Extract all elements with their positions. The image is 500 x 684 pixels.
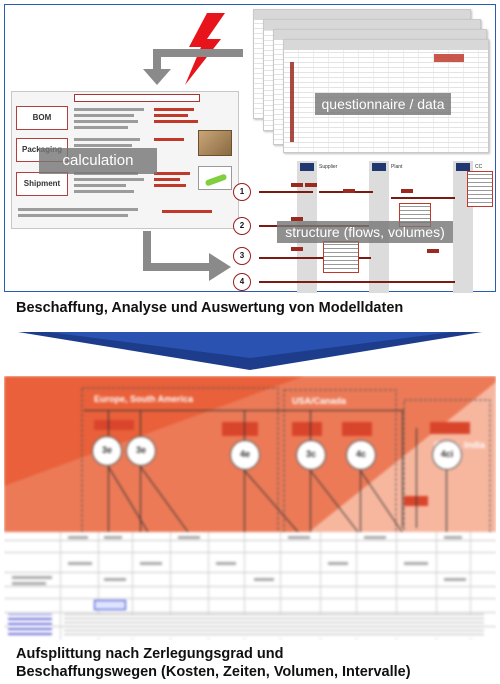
highlighted-cell xyxy=(94,600,126,610)
node-4ci: 4ci xyxy=(432,440,462,470)
step-1: 1 xyxy=(233,183,251,201)
step-3: 3 xyxy=(233,247,251,265)
top-panel: questionnaire / data BOM Packaging Shipm… xyxy=(4,4,496,293)
bottom-caption-line2: Beschaffungswegen (Kosten, Zeiten, Volum… xyxy=(16,664,411,680)
questionnaire-label: questionnaire / data xyxy=(315,93,451,115)
data-box xyxy=(323,241,359,273)
packaging-photo xyxy=(198,130,232,156)
region-europe: Europe, South America xyxy=(94,394,194,404)
down-arrow-icon xyxy=(18,332,482,370)
lane-cc: CC xyxy=(475,164,483,170)
questionnaire-stack xyxy=(241,9,491,159)
node-4c: 4c xyxy=(346,440,376,470)
node-3c: 3c xyxy=(296,440,326,470)
step-2: 2 xyxy=(233,217,251,235)
bottom-caption-line1: Aufsplittung nach Zerlegungsgrad und xyxy=(16,646,284,662)
bottom-panel: Europe, South America USA/Canada China, … xyxy=(4,376,496,640)
node-3e: 3e xyxy=(92,436,122,466)
phase-shipment: Shipment xyxy=(16,172,68,196)
lane-plant: Plant xyxy=(391,164,403,170)
calculation-label: calculation xyxy=(39,148,157,174)
gray-arrow-to-calculation xyxy=(143,49,243,85)
gray-arrow-to-structure xyxy=(143,231,231,281)
data-box xyxy=(467,171,493,207)
region-china: China, India xyxy=(434,440,486,450)
node-4e: 4e xyxy=(230,440,260,470)
top-caption: Beschaffung, Analyse und Auswertung von … xyxy=(16,300,404,316)
phase-bom: BOM xyxy=(16,106,68,130)
lane-supplier: Supplier xyxy=(319,164,338,170)
tube-image xyxy=(198,166,232,190)
node-3e: 3e xyxy=(126,436,156,466)
step-4: 4 xyxy=(233,273,251,291)
region-usa: USA/Canada xyxy=(292,396,347,406)
structure-label: structure (flows, volumes) xyxy=(277,221,453,243)
